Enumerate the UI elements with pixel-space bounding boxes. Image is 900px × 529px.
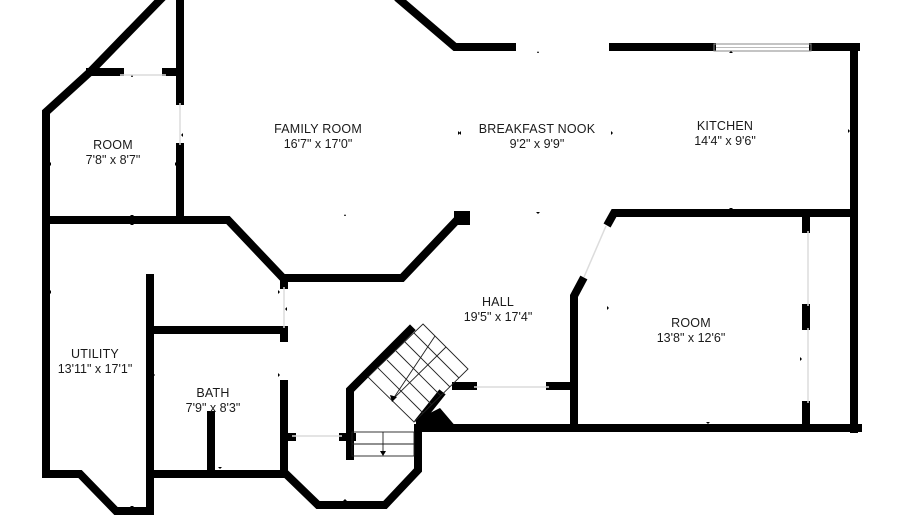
stair-flight-upper	[367, 323, 469, 423]
staircase	[351, 323, 469, 457]
room-label-utility: UTILITY 13'11" x 17'1"	[58, 347, 133, 377]
room-dimensions: 13'11" x 17'1"	[57, 362, 133, 376]
room-name: ROOM	[93, 138, 133, 152]
stair-landing-wall	[146, 424, 422, 509]
walls	[42, 0, 862, 515]
room-label-family-room: FAMILY ROOM 16'7" x 17'0"	[274, 122, 362, 152]
room-name: BREAKFAST NOOK	[478, 122, 596, 136]
room-dimensions: 19'5" x 17'4"	[463, 310, 533, 324]
room-name: FAMILY ROOM	[274, 122, 362, 136]
kitchen-south-wall	[603, 209, 858, 228]
room-dimensions: 9'2" x 9'9"	[509, 137, 565, 151]
dimension-markers	[49, 51, 850, 508]
room-name: BATH	[196, 386, 230, 400]
family-room-south-wall	[42, 214, 463, 282]
kitchen-window	[713, 43, 812, 52]
room-label-kitchen: KITCHEN 14'4" x 9'6"	[694, 119, 756, 149]
room-name: KITCHEN	[696, 119, 754, 133]
column-block	[454, 211, 470, 225]
stair-down-arrow-icon	[390, 395, 397, 402]
stair-down-arrow-icon-lower	[380, 451, 386, 456]
west-exterior-wall	[42, 0, 166, 515]
room-label-hall: HALL 19'5" x 17'4"	[464, 295, 533, 325]
stair-direction-line	[392, 335, 436, 400]
room-dimensions: 7'8" x 8'7"	[85, 153, 141, 167]
room-label-bath: BATH 7'9" x 8'3"	[186, 386, 241, 416]
angled-opening	[583, 225, 607, 278]
room-dimensions: 16'7" x 17'0"	[283, 137, 353, 151]
room-name: UTILITY	[71, 347, 119, 361]
stair-corner-fill	[416, 408, 457, 432]
room-label-breakfast-nook: BREAKFAST NOOK 9'2" x 9'9"	[479, 122, 596, 152]
room-label-small-room: ROOM 7'8" x 8'7"	[86, 138, 141, 168]
room-name: ROOM	[671, 316, 711, 330]
room-name: HALL	[481, 295, 515, 309]
room-dimensions: 13'8" x 12'6"	[656, 331, 726, 345]
room-dimensions: 7'9" x 8'3"	[185, 401, 241, 415]
east-room-west-wall	[570, 275, 588, 430]
room-label-east-room: ROOM 13'8" x 12'6"	[657, 316, 726, 346]
stair-west-wall	[346, 324, 416, 460]
room-dimensions: 14'4" x 9'6"	[694, 134, 756, 148]
family-room-north-wall	[394, 0, 516, 51]
